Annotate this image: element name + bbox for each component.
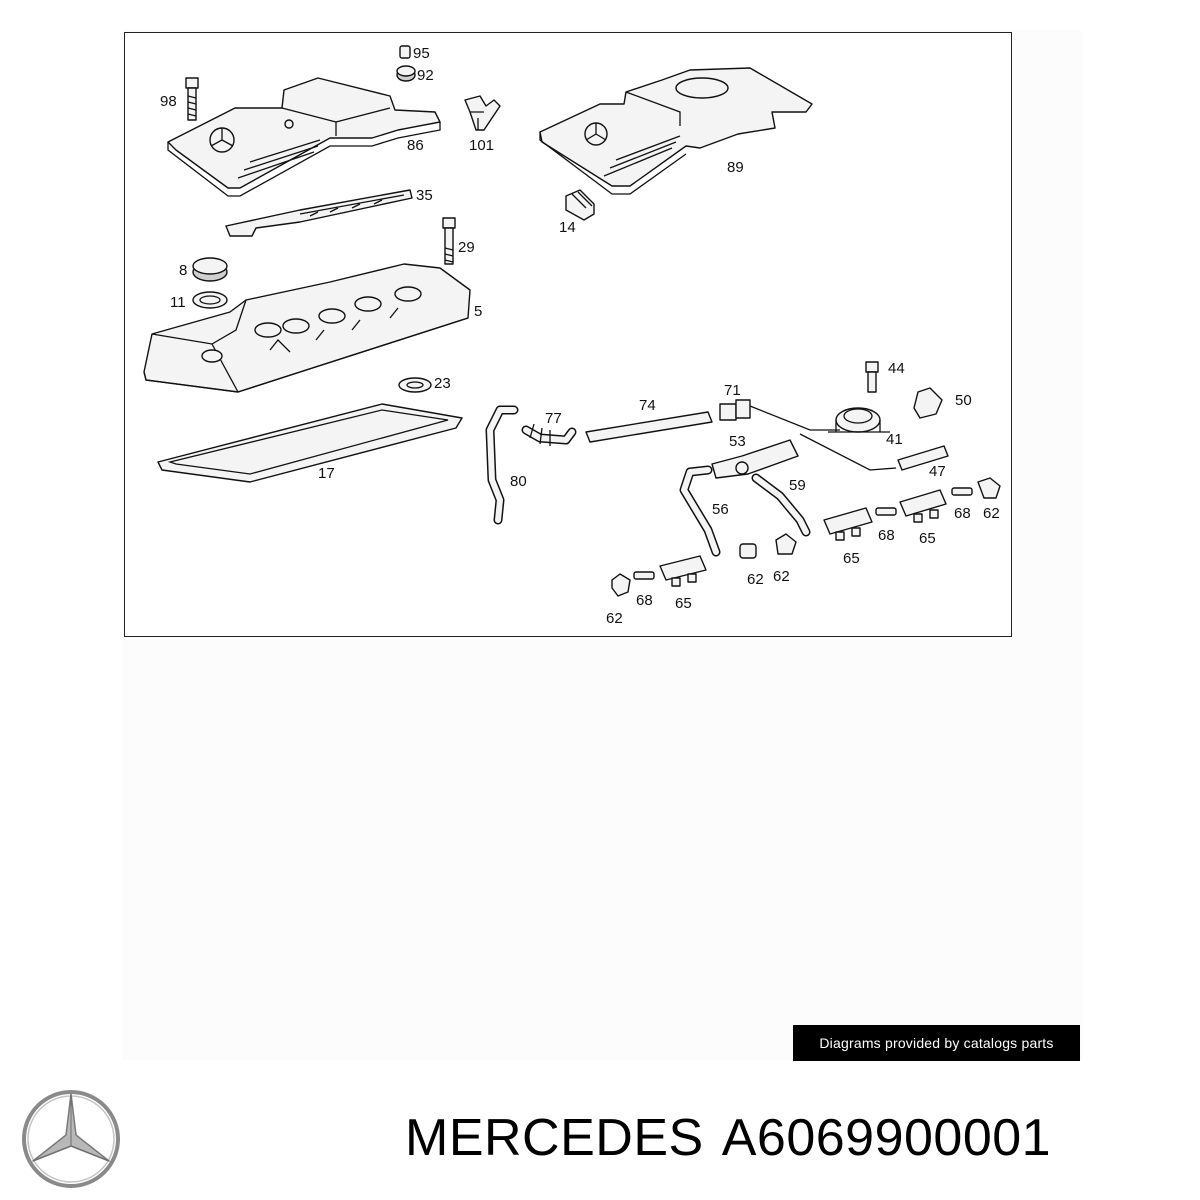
leak-off-hose-part[interactable] [751, 473, 811, 537]
grommet-part[interactable] [396, 45, 416, 82]
callout-95: 95 [413, 45, 430, 62]
short-hose-part[interactable] [897, 445, 949, 471]
callout-41: 41 [886, 431, 903, 448]
part-number: A6069900001 [721, 1109, 1052, 1167]
callout-62: 62 [983, 505, 1000, 522]
callout-89: 89 [727, 159, 744, 176]
callout-71: 71 [724, 382, 741, 399]
callout-77: 77 [545, 410, 562, 427]
credit-badge: Diagrams provided by catalogs parts [793, 1025, 1080, 1061]
callout-62: 62 [773, 568, 790, 585]
cover-gasket-part[interactable] [157, 403, 463, 483]
callout-98: 98 [160, 93, 177, 110]
clip-part[interactable] [464, 95, 501, 131]
hose-connector-part[interactable] [719, 399, 751, 421]
breather-hose-part[interactable] [485, 405, 519, 525]
engine-cover-part[interactable] [167, 77, 441, 197]
mounting-bolt-part[interactable] [865, 361, 879, 393]
callout-59: 59 [789, 477, 806, 494]
callout-53: 53 [729, 433, 746, 450]
tee-connector-part[interactable] [711, 439, 799, 479]
elbow-connector-part[interactable] [913, 387, 943, 419]
callout-35: 35 [416, 187, 433, 204]
callout-62: 62 [606, 610, 623, 627]
oil-filler-cap-part[interactable] [192, 257, 228, 282]
callout-17: 17 [318, 465, 335, 482]
bolt-part[interactable] [185, 77, 199, 121]
engine-cover-insulation-part[interactable] [539, 67, 813, 195]
callout-65: 65 [843, 550, 860, 567]
callout-86: 86 [407, 137, 424, 154]
callout-74: 74 [639, 397, 656, 414]
callout-62: 62 [747, 571, 764, 588]
product-title: MERCEDES A6069900001 [405, 1108, 1069, 1168]
callout-44: 44 [888, 360, 905, 377]
seal-ring-part[interactable] [398, 377, 432, 393]
injector-connector-part[interactable] [611, 533, 797, 597]
callout-8: 8 [179, 262, 187, 279]
callout-23: 23 [434, 375, 451, 392]
callout-68: 68 [954, 505, 971, 522]
long-bolt-part[interactable] [442, 217, 456, 265]
callout-68: 68 [636, 592, 653, 609]
mercedes-star-icon [22, 1090, 120, 1188]
seal-ring-part[interactable] [192, 291, 228, 309]
callout-68: 68 [878, 527, 895, 544]
callout-101: 101 [469, 137, 494, 154]
callout-56: 56 [712, 501, 729, 518]
pressure-valve-part[interactable] [828, 407, 890, 433]
callout-47: 47 [929, 463, 946, 480]
callout-80: 80 [510, 473, 527, 490]
callout-50: 50 [955, 392, 972, 409]
elbow-hose-part[interactable] [521, 423, 577, 446]
vent-hose-part[interactable] [585, 411, 713, 443]
callout-29: 29 [458, 239, 475, 256]
callout-5: 5 [474, 303, 482, 320]
callout-11: 11 [170, 294, 186, 311]
brand-name: MERCEDES [405, 1109, 704, 1167]
fuel-return-hose-part[interactable] [679, 465, 721, 557]
gasket-strip-part[interactable] [225, 189, 413, 237]
cylinder-head-cover-part[interactable] [143, 263, 471, 393]
callout-65: 65 [675, 595, 692, 612]
callout-65: 65 [919, 530, 936, 547]
injector-connector-part[interactable] [823, 477, 1001, 541]
plug-part[interactable] [565, 189, 595, 221]
callout-92: 92 [417, 67, 434, 84]
callout-14: 14 [559, 219, 576, 236]
